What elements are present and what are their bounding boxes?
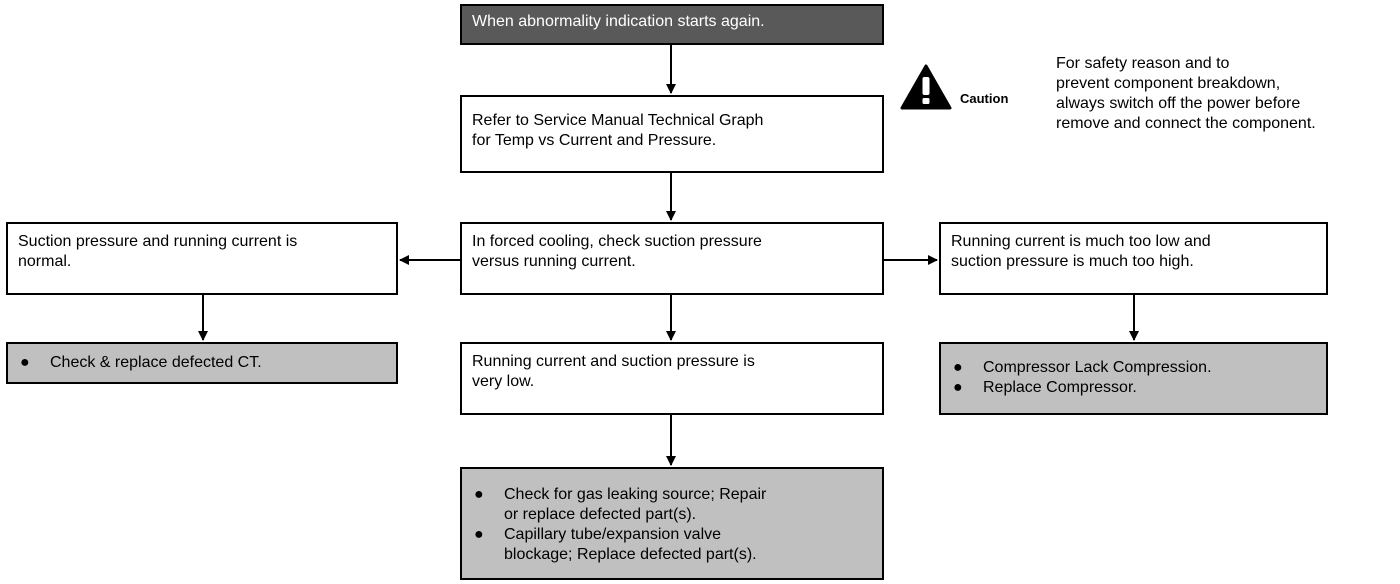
bullet-icon: ● xyxy=(474,526,484,543)
low-pressure-case-box: Running current and suction pressure is … xyxy=(460,342,884,415)
high-pressure-line-1: Running current is much too low and xyxy=(951,233,1211,250)
forced-text-line-1: In forced cooling, check suction pressur… xyxy=(472,233,762,250)
start-box: When abnormality indication starts again… xyxy=(460,4,884,45)
refer-box: Refer to Service Manual Technical Graph … xyxy=(460,95,884,173)
gas-leak-text-line-2: or replace defected part(s). xyxy=(504,506,697,523)
bullet-icon: ● xyxy=(953,379,963,396)
compressor-action-box: ● Compressor Lack Compression. ● Replace… xyxy=(939,342,1328,415)
list-item: ● Check for gas leaking source; Repair o… xyxy=(472,485,872,525)
capillary-text-line-1: Capillary tube/expansion valve xyxy=(504,526,722,543)
start-text: When abnormality indication starts again… xyxy=(472,13,765,30)
caution-badge: Caution xyxy=(900,64,1008,110)
bullet-icon: ● xyxy=(20,354,30,371)
list-item: ● Compressor Lack Compression. xyxy=(951,358,1316,378)
gas-leak-action-box: ● Check for gas leaking source; Repair o… xyxy=(460,467,884,580)
bullet-icon: ● xyxy=(953,359,963,376)
replace-ct-text: Check & replace defected CT. xyxy=(50,354,262,371)
forced-text-line-2: versus running current. xyxy=(472,253,636,270)
gas-leak-text-line-1: Check for gas leaking source; Repair xyxy=(504,486,767,503)
forced-cooling-box: In forced cooling, check suction pressur… xyxy=(460,222,884,295)
high-pressure-line-2: suction pressure is much too high. xyxy=(951,253,1194,270)
list-item: ● Check & replace defected CT. xyxy=(18,353,386,373)
warning-triangle-icon xyxy=(900,64,952,110)
compressor-lack-text: Compressor Lack Compression. xyxy=(983,359,1212,376)
replace-compressor-text: Replace Compressor. xyxy=(983,379,1137,396)
capillary-text-line-2: blockage; Replace defected part(s). xyxy=(504,546,757,563)
caution-text-line-2: prevent component breakdown, xyxy=(1056,75,1281,92)
refer-text-line-1: Refer to Service Manual Technical Graph xyxy=(472,112,764,129)
caution-text-line-4: remove and connect the component. xyxy=(1056,115,1316,132)
normal-case-box: Suction pressure and running current is … xyxy=(6,222,398,295)
high-pressure-case-box: Running current is much too low and suct… xyxy=(939,222,1328,295)
replace-ct-action-box: ● Check & replace defected CT. xyxy=(6,342,398,384)
list-item: ● Replace Compressor. xyxy=(951,378,1316,398)
bullet-icon: ● xyxy=(474,486,484,503)
low-pressure-line-1: Running current and suction pressure is xyxy=(472,353,755,370)
normal-case-line-1: Suction pressure and running current is xyxy=(18,233,298,250)
caution-text-line-3: always switch off the power before xyxy=(1056,95,1301,112)
refer-text-line-2: for Temp vs Current and Pressure. xyxy=(472,132,717,149)
low-pressure-line-2: very low. xyxy=(472,373,535,390)
normal-case-line-2: normal. xyxy=(18,253,72,270)
caution-text: For safety reason and to prevent compone… xyxy=(1056,54,1316,134)
list-item: ● Capillary tube/expansion valve blockag… xyxy=(472,525,872,565)
caution-text-line-1: For safety reason and to xyxy=(1056,55,1230,72)
caution-label: Caution xyxy=(960,91,1009,106)
